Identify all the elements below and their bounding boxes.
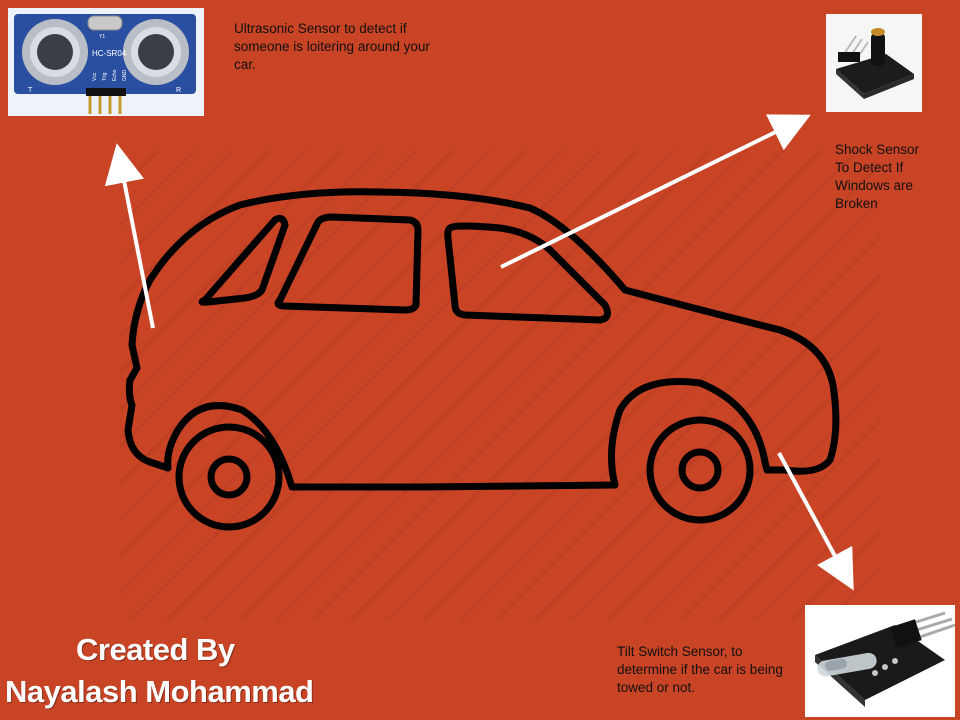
pin-label-echo: Echo	[112, 69, 118, 81]
shock-sensor-photo-icon	[826, 14, 922, 112]
car-front-window	[444, 222, 612, 324]
front-wheel-hub	[678, 448, 722, 492]
ultrasonic-t-marking: T	[28, 87, 33, 94]
arrow-to-tilt	[777, 452, 854, 591]
front-wheel-tire	[646, 416, 754, 524]
ultrasonic-sensor-label: Ultrasonic Sensor to detect if someone i…	[234, 21, 430, 72]
shock-sensor-label: Shock Sensor To Detect If Windows are Br…	[835, 142, 920, 211]
ultrasonic-sensor-photo-icon: HC-SR04 Y1 T R Vcc Trig Echo GND	[8, 8, 204, 116]
pin-label-vcc: Vcc	[92, 72, 98, 81]
ultrasonic-model-marking: HC-SR04	[92, 49, 127, 58]
arrow-to-ultrasonic	[104, 143, 155, 329]
ultrasonic-crystal-marking: Y1	[99, 34, 105, 40]
credit-created-by: Created By	[76, 632, 235, 667]
rear-wheel-tire	[175, 423, 283, 531]
tilt-switch-sensor-label: Tilt Switch Sensor, to determine if the …	[617, 644, 783, 695]
pin-label-trig: Trig	[102, 72, 108, 81]
arrow-to-shock	[500, 114, 811, 269]
car-body-outline	[124, 188, 840, 491]
credit-author-name: Nayalash Mohammad	[5, 674, 314, 709]
ultrasonic-r-marking: R	[176, 87, 181, 94]
tilt-switch-sensor-photo-icon	[805, 605, 955, 717]
car-middle-window	[274, 213, 422, 314]
pin-label-gnd: GND	[122, 70, 128, 82]
rear-wheel-hub	[207, 455, 251, 499]
car-rear-window	[198, 214, 289, 306]
